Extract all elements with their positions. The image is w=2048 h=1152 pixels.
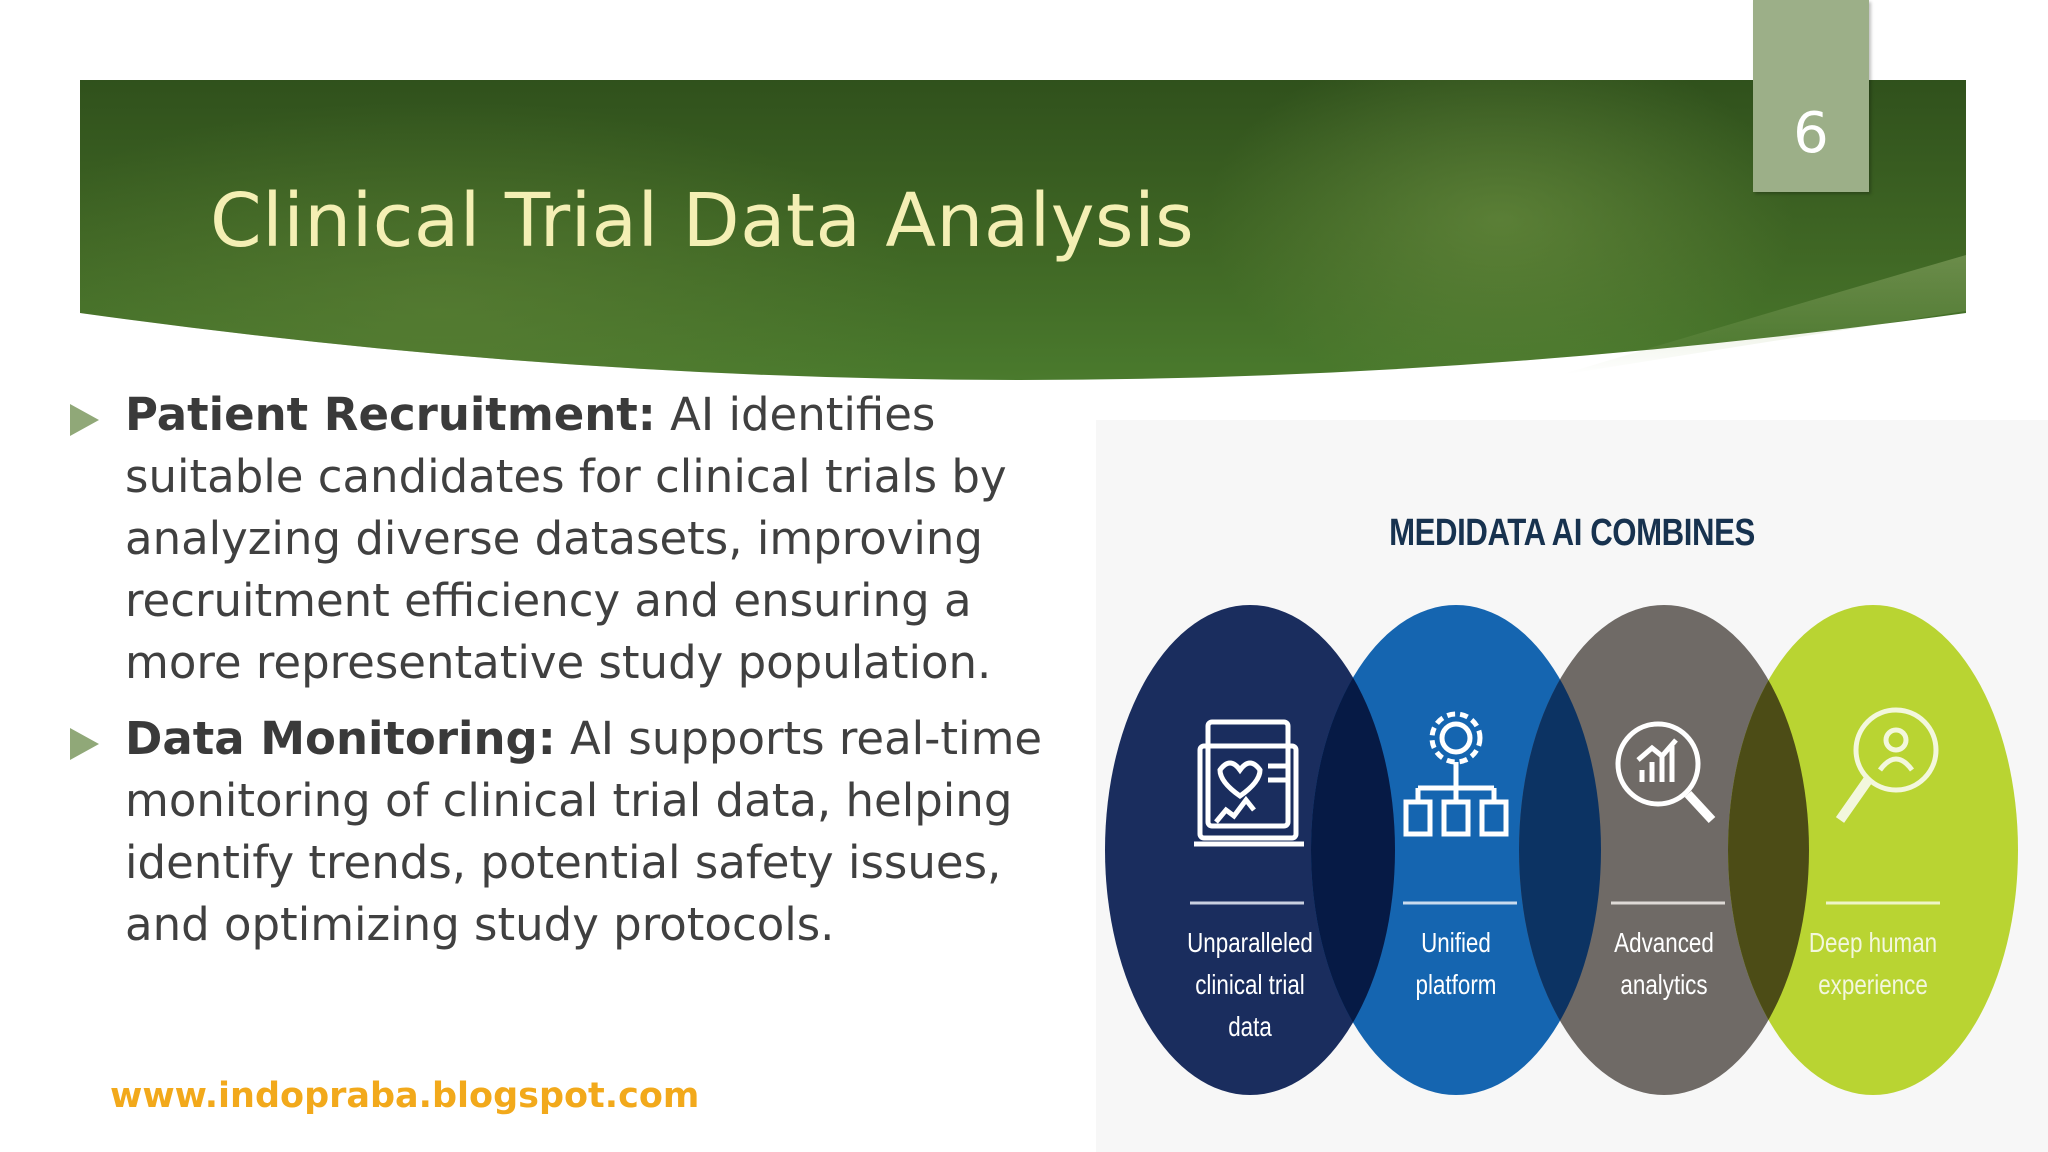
bullet-heading: Data Monitoring: <box>125 712 556 765</box>
triangle-bullet-icon <box>70 404 99 436</box>
label-line: Deep human <box>1808 927 1938 958</box>
bullet-list: Patient Recruitment: AI identifies suita… <box>66 384 1056 970</box>
circle-human-experience <box>1728 605 2018 1095</box>
medidata-infographic: MEDIDATA AI COMBINES Unparalleled clinic… <box>1096 420 2048 1152</box>
triangle-bullet-icon <box>70 728 99 760</box>
label-line: clinical trial data <box>1195 969 1305 1042</box>
slide-number-box: 6 <box>1753 0 1869 192</box>
infographic-circles <box>1105 605 2018 1095</box>
title-banner <box>80 80 1966 380</box>
circle-unified-platform <box>1311 605 1601 1095</box>
label-advanced-analytics: Advanced analytics <box>1588 922 1740 1006</box>
bullet-patient-recruitment: Patient Recruitment: AI identifies suita… <box>66 384 1056 694</box>
magnifier-chart-icon <box>1615 721 1716 824</box>
label-line: Unified <box>1421 927 1491 958</box>
bullet-text: AI identifies suitable candidates for cl… <box>125 388 1007 689</box>
label-line: analytics <box>1620 969 1708 1000</box>
bullet-text: AI supports real-time monitoring of clin… <box>125 712 1043 951</box>
label-clinical-data: Unparalleled clinical trial data <box>1174 922 1326 1048</box>
label-line: Unparalleled <box>1187 927 1313 958</box>
gear-network-icon <box>1403 711 1509 837</box>
bullet-data-monitoring: Data Monitoring: AI supports real-time m… <box>66 708 1056 956</box>
clinical-data-monitor-icon <box>1194 719 1304 847</box>
circle-clinical-data <box>1105 605 1395 1095</box>
label-line: platform <box>1415 969 1497 1000</box>
infographic-title: MEDIDATA AI COMBINES <box>1389 512 1755 554</box>
slide-title: Clinical Trial Data Analysis <box>210 178 1195 264</box>
circle-advanced-analytics <box>1519 605 1809 1095</box>
label-line: Advanced <box>1614 927 1714 958</box>
footer-url: www.indopraba.blogspot.com <box>110 1076 700 1116</box>
person-magnifier-icon <box>1835 707 1939 823</box>
label-human-experience: Deep human experience <box>1797 922 1949 1006</box>
slide-number: 6 <box>1793 101 1829 166</box>
label-unified-platform: Unified platform <box>1380 922 1532 1006</box>
bullet-heading: Patient Recruitment: <box>125 388 656 441</box>
label-line: experience <box>1818 969 1928 1000</box>
